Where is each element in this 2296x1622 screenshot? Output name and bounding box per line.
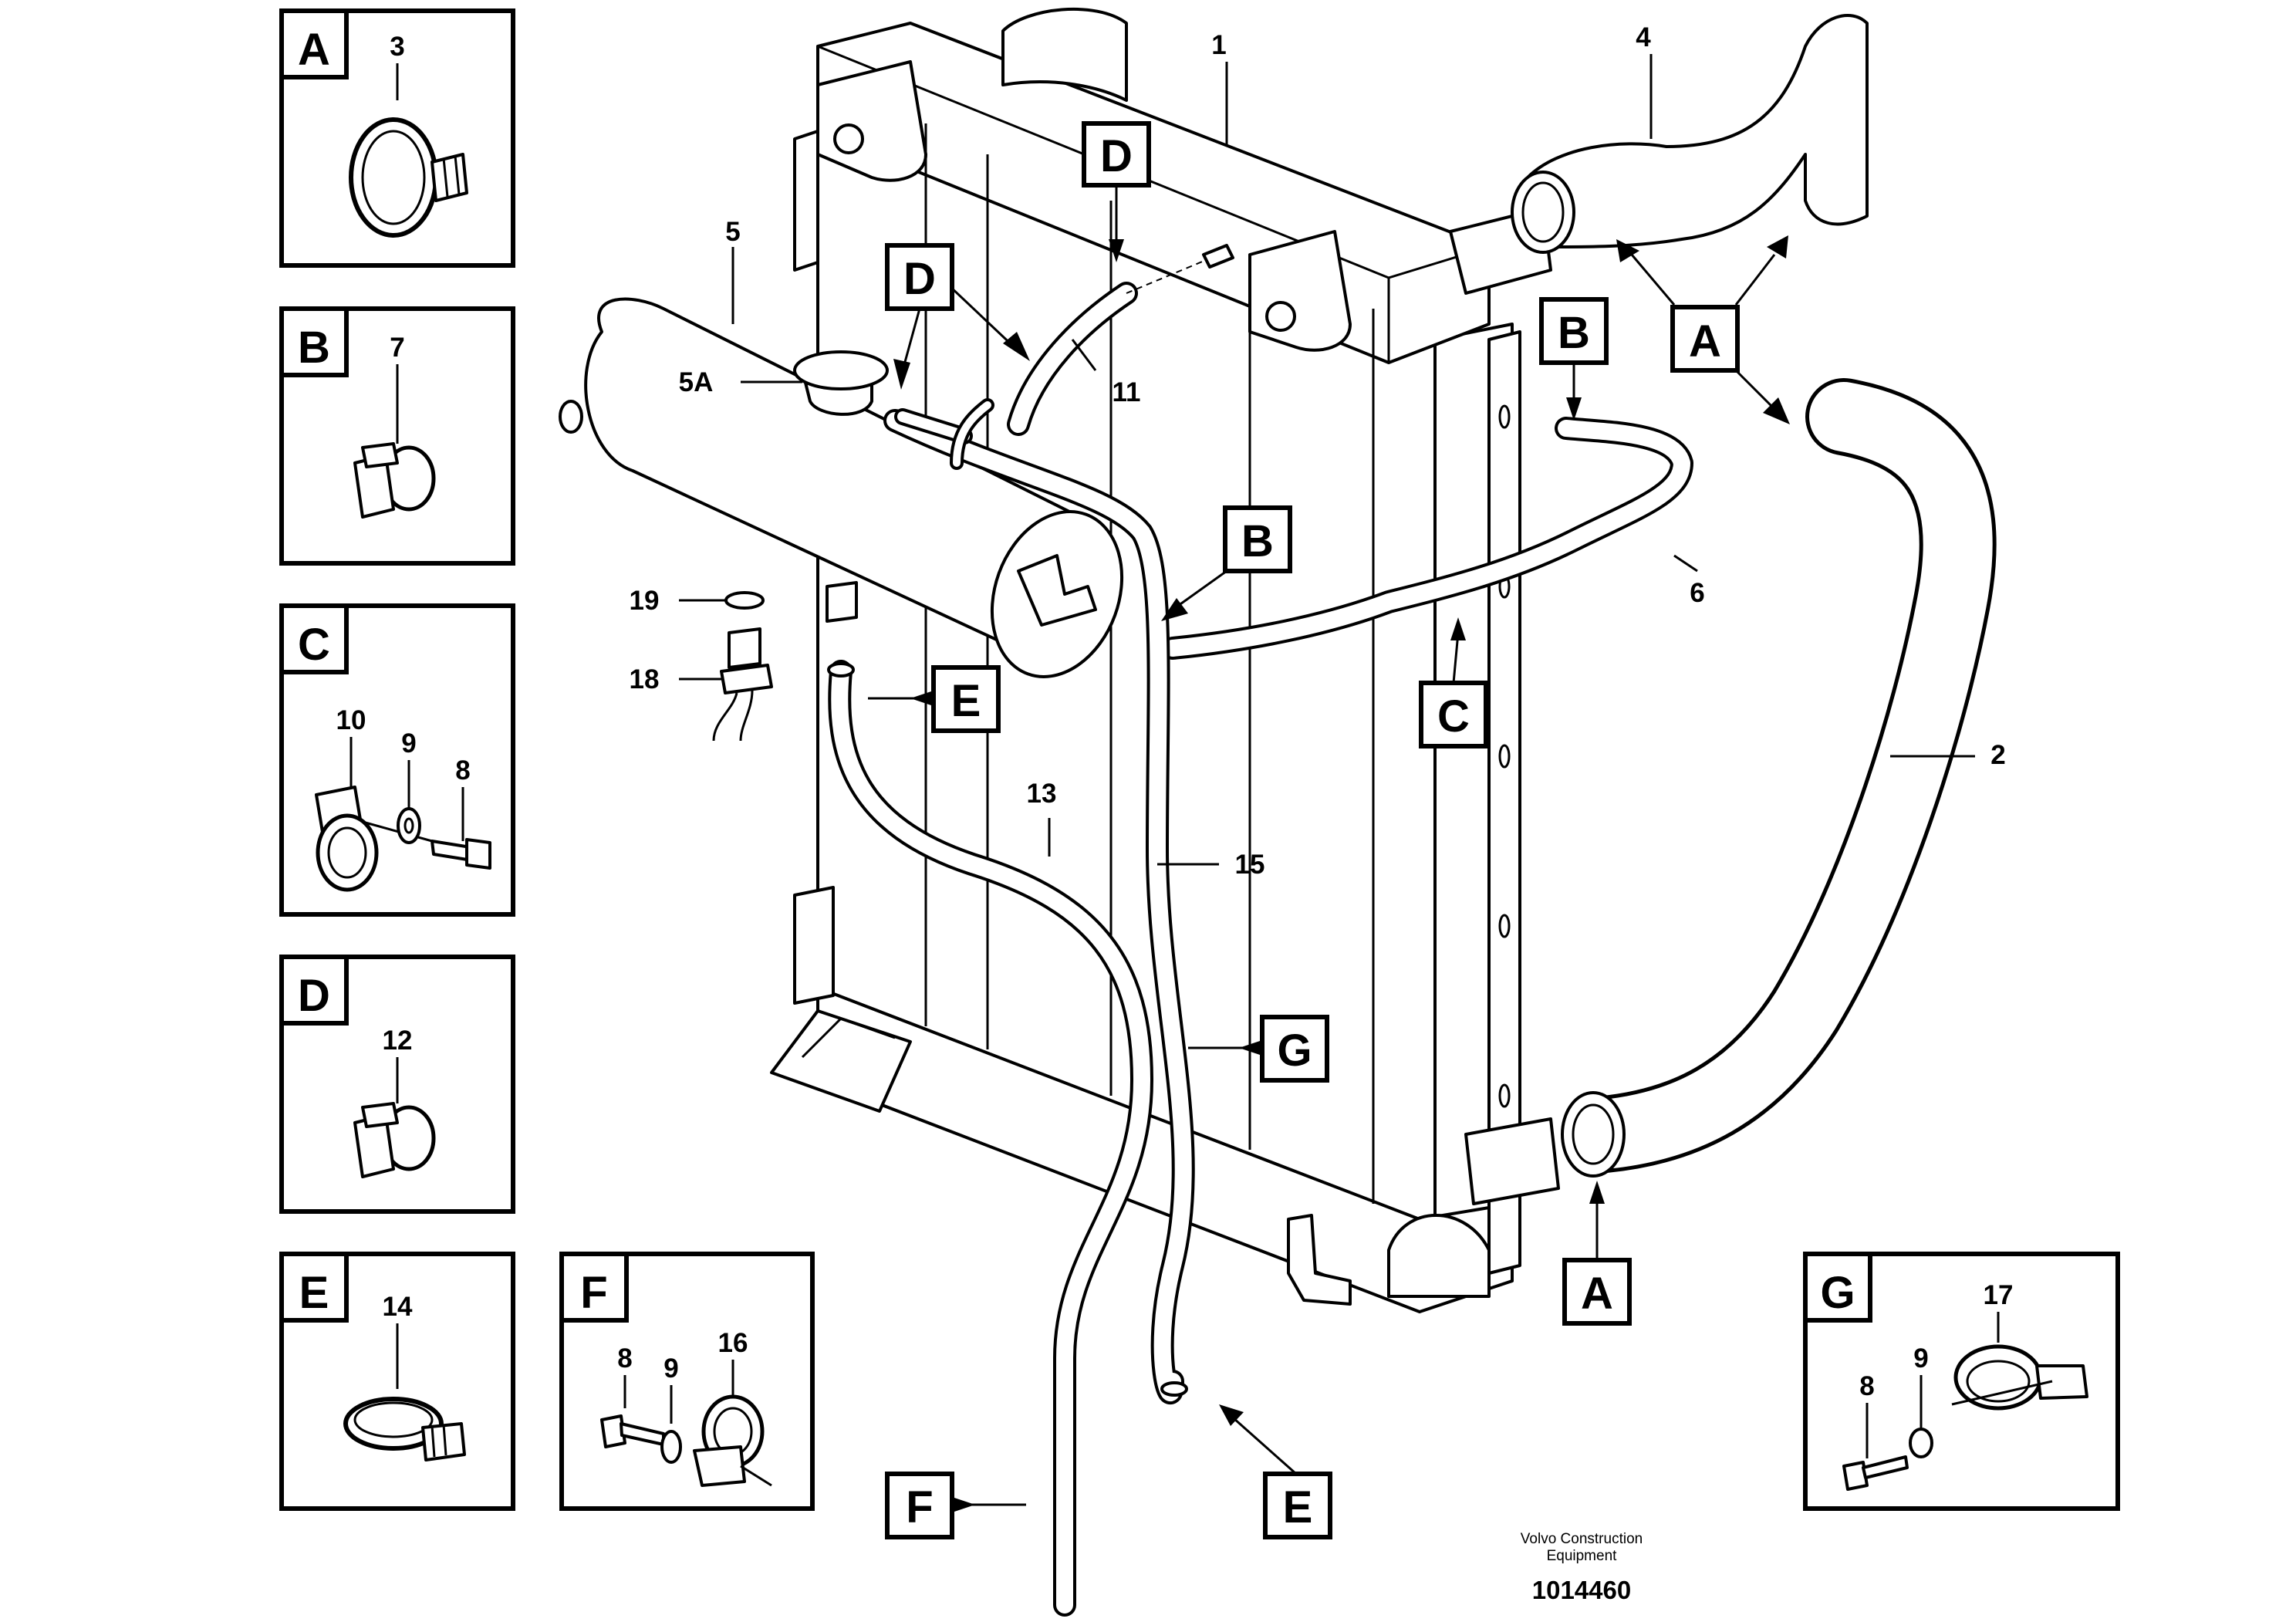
svg-text:D: D [298, 971, 330, 1021]
svg-text:10: 10 [336, 705, 366, 735]
brand-line-2: Equipment [1547, 1548, 1618, 1564]
legend-panel-g: G 17 9 8 [1803, 1252, 2120, 1511]
marker-d-left: D [885, 243, 1030, 390]
svg-text:C: C [1437, 691, 1470, 742]
legend-panel-f: F 8 9 16 [559, 1252, 815, 1511]
tank-cap [793, 350, 889, 416]
svg-text:D: D [903, 254, 936, 304]
callout-5a: 5A [679, 367, 714, 397]
spring-clamp-icon [353, 1102, 436, 1178]
legend-panel-b: B 7 [279, 306, 515, 566]
svg-text:14: 14 [383, 1292, 413, 1322]
washer-icon [1909, 1428, 1933, 1458]
p-clamp-icon [693, 1394, 772, 1487]
svg-text:A: A [298, 25, 330, 75]
hose-clamp-icon [349, 117, 468, 238]
spring-clamp-icon [353, 442, 436, 519]
svg-text:8: 8 [455, 755, 470, 786]
svg-text:G: G [1277, 1026, 1312, 1076]
callout-13: 13 [1027, 779, 1057, 809]
marker-g: G [1188, 1015, 1329, 1083]
clamp-markers: D D A B [868, 121, 1790, 1539]
svg-text:E: E [1283, 1482, 1313, 1532]
svg-text:8: 8 [1859, 1371, 1874, 1401]
svg-text:9: 9 [663, 1353, 678, 1384]
marker-a-upper: A [1616, 235, 1790, 424]
brand-line-1: Volvo Construction [1521, 1531, 1643, 1547]
legend-panel-a: A 3 [279, 8, 515, 268]
svg-text:D: D [1100, 131, 1133, 181]
p-clamp-icon [1951, 1344, 2088, 1411]
callout-18: 18 [630, 664, 660, 694]
svg-text:A: A [1581, 1269, 1613, 1319]
svg-text:12: 12 [383, 1026, 413, 1056]
svg-text:F: F [906, 1482, 933, 1532]
hose-clamp-icon [343, 1397, 466, 1461]
callout-5: 5 [725, 217, 740, 247]
leader-lines [679, 54, 1975, 866]
marker-b-middle: B [1161, 505, 1292, 621]
bolt-icon [1842, 1455, 1909, 1491]
svg-text:B: B [1558, 308, 1590, 358]
washer-icon [660, 1430, 682, 1464]
bolt-icon [430, 838, 491, 870]
svg-text:A: A [1689, 316, 1721, 367]
svg-text:G: G [1820, 1268, 1855, 1318]
svg-text:E: E [299, 1268, 329, 1318]
svg-text:7: 7 [390, 333, 404, 363]
svg-text:9: 9 [401, 728, 416, 759]
svg-text:17: 17 [1984, 1280, 2014, 1310]
legend-panel-e: E 14 [279, 1252, 515, 1511]
callout-15: 15 [1235, 850, 1265, 880]
callout-4: 4 [1636, 22, 1651, 52]
callout-1: 1 [1211, 30, 1226, 60]
footer-info: Volvo Construction Equipment 1014460 [1521, 1531, 1643, 1604]
marker-e-lower: E [1219, 1404, 1332, 1539]
svg-text:3: 3 [390, 32, 404, 62]
callout-2: 2 [1990, 740, 2005, 770]
svg-text:16: 16 [718, 1328, 748, 1358]
marker-b-upper: B [1539, 297, 1609, 421]
expansion-tank [559, 297, 1124, 678]
marker-f-lower: F [885, 1472, 1026, 1539]
callout-11: 11 [1113, 377, 1141, 407]
svg-text:9: 9 [1913, 1343, 1928, 1374]
marker-a-lower: A [1562, 1181, 1632, 1326]
document-number: 1014460 [1532, 1576, 1631, 1604]
callout-labels: 1 2 4 5 5A 6 11 13 15 18 19 [630, 22, 2006, 880]
legend-panel-c: C 10 9 8 [279, 603, 515, 917]
marker-c: C [1419, 617, 1488, 748]
svg-text:E: E [951, 676, 981, 726]
svg-text:B: B [1241, 516, 1274, 566]
callout-19: 19 [630, 586, 660, 616]
marker-d-upper: D [1082, 121, 1151, 262]
svg-text:F: F [580, 1268, 607, 1318]
marker-e-middle: E [868, 665, 1001, 733]
callout-6: 6 [1690, 578, 1704, 608]
washer-icon [397, 807, 421, 844]
svg-text:B: B [298, 323, 330, 373]
svg-text:C: C [298, 620, 330, 670]
svg-text:8: 8 [617, 1343, 632, 1374]
hoses [712, 14, 1997, 1617]
legend-panel-d: D 12 [279, 955, 515, 1214]
